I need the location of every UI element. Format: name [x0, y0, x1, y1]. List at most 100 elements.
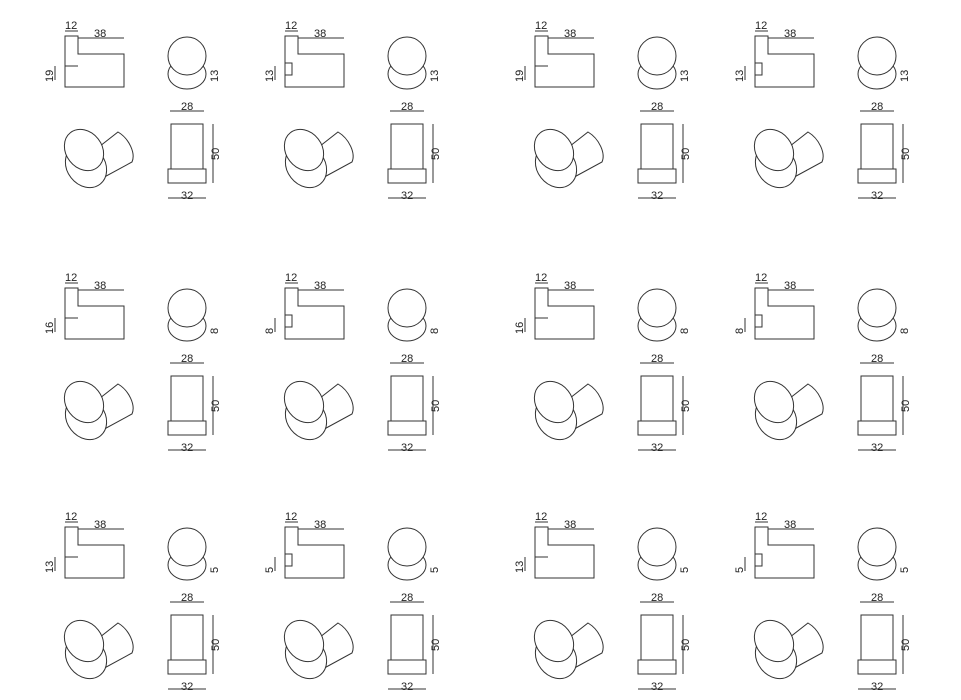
elevation-stem	[170, 123, 204, 170]
front-knob-circle	[167, 36, 207, 76]
dim-side-depth: 38	[564, 28, 576, 40]
isometric-view	[63, 128, 134, 189]
isometric-view	[753, 128, 824, 189]
elevation-stem	[640, 375, 674, 422]
dim-side-depth: 38	[314, 519, 326, 531]
dim-side-height: 16	[514, 322, 526, 334]
dim-front-height: 50	[210, 148, 222, 160]
dim-side-width: 12	[535, 20, 547, 32]
side-profile-notch	[755, 553, 763, 567]
elevation-stem	[860, 375, 894, 422]
dim-front-base: 32	[401, 681, 413, 693]
dim-side-width: 12	[755, 511, 767, 523]
front-view: 13	[637, 36, 691, 90]
iso-body	[71, 383, 134, 440]
iso-knob-face	[753, 128, 795, 172]
isometric-view	[283, 128, 354, 189]
dim-side-height: 13	[44, 561, 56, 573]
elevation-stem	[640, 123, 674, 170]
dim-side-height: 19	[44, 70, 56, 82]
side-profile-outline	[284, 287, 345, 340]
dim-side-width: 12	[285, 20, 297, 32]
dim-front-width: 28	[651, 353, 663, 365]
front-view: 5	[387, 527, 441, 581]
front-view: 13	[387, 36, 441, 90]
dim-side-height: 13	[514, 561, 526, 573]
front-view: 8	[857, 288, 911, 342]
front-knob-circle	[637, 36, 677, 76]
dim-side-depth: 38	[94, 280, 106, 292]
dim-front-height: 50	[430, 148, 442, 160]
elevation-base	[857, 659, 897, 675]
dim-side-width: 12	[755, 20, 767, 32]
dim-side-height: 8	[264, 328, 276, 334]
elevation-stem	[170, 375, 204, 422]
dim-side-depth: 38	[564, 519, 576, 531]
dim-front-projection: 8	[209, 328, 221, 334]
dim-front-width: 28	[651, 592, 663, 604]
iso-knob-face	[63, 380, 105, 424]
elevation-stem	[860, 123, 894, 170]
iso-knob-face	[283, 380, 325, 424]
front-knob-circle	[167, 288, 207, 328]
front-view: 5	[857, 527, 911, 581]
dim-side-width: 12	[65, 272, 77, 284]
iso-knob-face	[533, 380, 575, 424]
elevation-base	[857, 168, 897, 184]
iso-body	[761, 383, 824, 440]
dim-front-base: 32	[651, 681, 663, 693]
iso-knob-face	[283, 128, 325, 172]
side-profile-outline	[534, 35, 595, 88]
iso-body	[291, 131, 354, 188]
dim-front-projection: 5	[899, 567, 911, 573]
elevation-stem	[860, 614, 894, 661]
dim-front-projection: 13	[209, 70, 221, 82]
dim-front-width: 28	[181, 101, 193, 113]
iso-knob-face	[63, 128, 105, 172]
isometric-view	[63, 619, 134, 680]
dim-front-height: 50	[430, 639, 442, 651]
elevation-base	[387, 420, 427, 436]
front-view: 8	[167, 288, 221, 342]
front-knob-circle	[387, 527, 427, 567]
isometric-view	[533, 619, 604, 680]
dim-side-depth: 38	[784, 280, 796, 292]
dim-front-width: 28	[181, 592, 193, 604]
dim-front-base: 32	[871, 681, 883, 693]
dim-side-height: 5	[734, 567, 746, 573]
dim-front-height: 50	[210, 639, 222, 651]
side-profile-notch	[755, 314, 763, 328]
dim-front-projection: 8	[429, 328, 441, 334]
iso-knob-face	[753, 380, 795, 424]
elevation-stem	[170, 614, 204, 661]
dim-side-width: 12	[535, 272, 547, 284]
dim-front-height: 50	[680, 400, 692, 412]
side-profile-outline	[754, 287, 815, 340]
side-profile-notch	[285, 553, 293, 567]
front-view: 13	[857, 36, 911, 90]
side-profile-outline	[64, 35, 125, 88]
dim-side-height: 5	[264, 567, 276, 573]
elevation-base	[637, 168, 677, 184]
dim-front-height: 50	[900, 400, 912, 412]
side-profile-outline	[64, 287, 125, 340]
